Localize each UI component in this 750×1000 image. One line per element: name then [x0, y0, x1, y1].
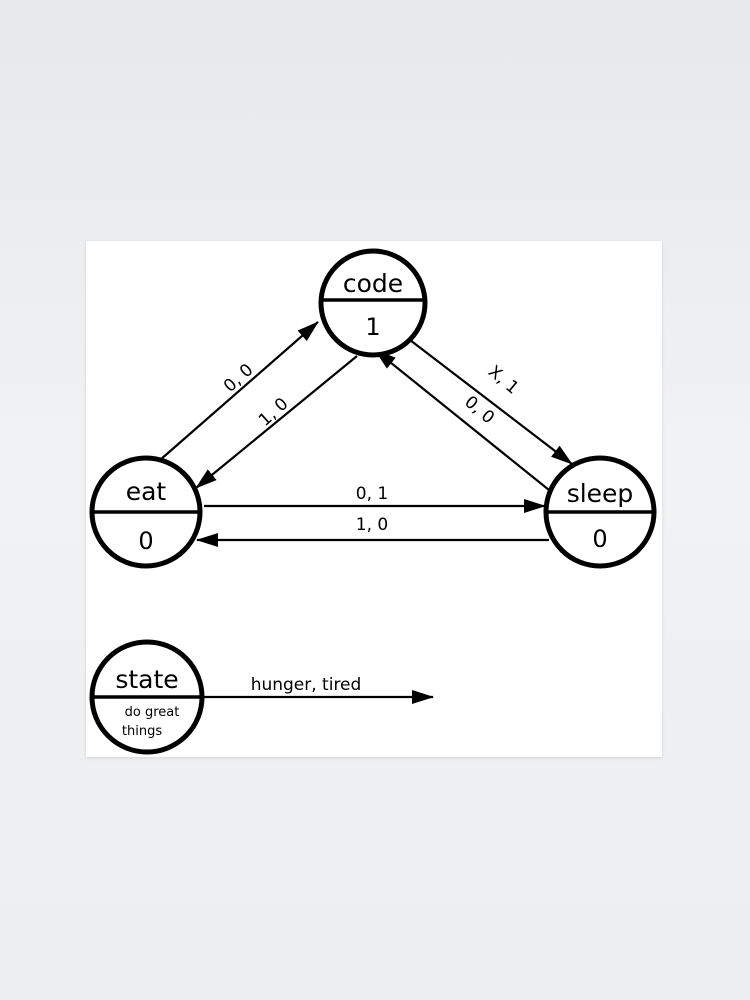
legend: state do great things hunger, tired: [89, 639, 362, 755]
transition-sleep-code: [374, 349, 550, 491]
transition-label: 0, 1: [356, 484, 388, 504]
state-code: code 1: [318, 248, 428, 358]
state-output: 0: [592, 525, 607, 553]
state-eat: eat 0: [89, 455, 203, 569]
poster: 0, 0 1, 0 X, 1 0, 0 0, 1 1, 0 code 1 eat…: [86, 241, 662, 757]
state-name: sleep: [567, 479, 634, 508]
state-output: 1: [365, 313, 380, 341]
legend-output-line1: do great: [125, 705, 180, 720]
transition-label: X, 1: [484, 362, 522, 399]
transition-code-sleep: [392, 326, 573, 465]
state-name: eat: [126, 477, 167, 506]
transition-eat-code: [159, 321, 319, 461]
transition-label: 1, 0: [356, 515, 388, 535]
legend-state-name: state: [115, 665, 178, 694]
state-diagram: 0, 0 1, 0 X, 1 0, 0 0, 1 1, 0 code 1 eat…: [89, 248, 657, 755]
state-name: code: [343, 269, 403, 298]
transition-code-eat: [195, 355, 358, 489]
legend-inputs-label: hunger, tired: [251, 675, 362, 695]
state-sleep: sleep 0: [543, 455, 657, 569]
transition-label: 1, 0: [255, 394, 292, 431]
state-output: 0: [138, 527, 153, 555]
transition-label: 0, 0: [220, 360, 257, 397]
legend-output-line2: things: [122, 724, 162, 739]
